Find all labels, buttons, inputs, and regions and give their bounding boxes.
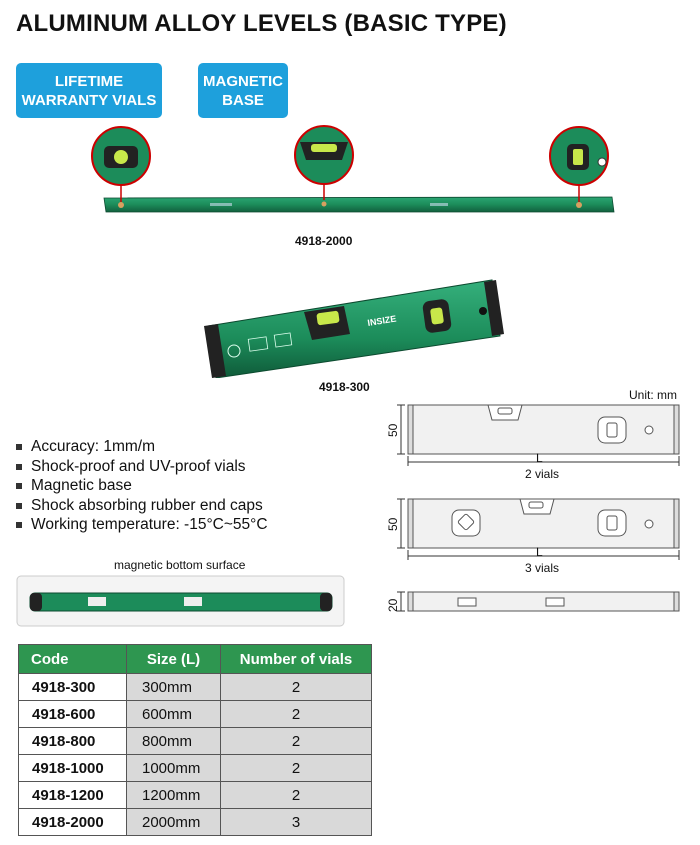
feature-item: Accuracy: 1mm/m — [14, 437, 268, 457]
table-row: 4918-800 800mm 2 — [18, 727, 372, 755]
bottom-height-label: 20 — [386, 598, 400, 612]
center-vial-zoom — [294, 125, 354, 200]
vials-cell: 2 — [220, 754, 372, 782]
short-level-image: INSIZE — [204, 279, 504, 378]
table-row: 4918-1200 1200mm 2 — [18, 781, 372, 809]
two-vial-caption: 2 vials — [525, 467, 560, 481]
vials-cell: 2 — [220, 781, 372, 809]
vials-header: Number of vials — [220, 644, 372, 674]
feature-list: Accuracy: 1mm/m Shock-proof and UV-proof… — [14, 437, 268, 535]
vials-cell: 2 — [220, 727, 372, 755]
code-header: Code — [18, 644, 127, 674]
table-row: 4918-1000 1000mm 2 — [18, 754, 372, 782]
three-vial-drawing — [397, 498, 680, 560]
table-row: 4918-600 600mm 2 — [18, 700, 372, 728]
code-cell: 4918-800 — [18, 727, 127, 755]
unit-label: Unit: mm — [629, 388, 677, 402]
long-level-image — [91, 125, 615, 213]
code-cell: 4918-600 — [18, 700, 127, 728]
table-header-row: Code Size (L) Number of vials — [18, 644, 372, 674]
specs-table: Code Size (L) Number of vials 4918-300 3… — [18, 644, 372, 836]
size-cell: 2000mm — [126, 808, 221, 836]
badge-line: MAGNETIC — [203, 72, 283, 90]
lifetime-warranty-badge: LIFETIME WARRANTY VIALS — [16, 63, 162, 118]
size-cell: 1000mm — [126, 754, 221, 782]
brand-logo: INSIZE — [367, 314, 397, 328]
two-vial-length-label: L — [536, 451, 543, 465]
magnetic-caption: magnetic bottom surface — [114, 558, 246, 572]
three-vial-length-label: L — [536, 545, 543, 559]
vials-cell: 2 — [220, 700, 372, 728]
code-cell: 4918-2000 — [18, 808, 127, 836]
two-vial-drawing — [397, 404, 680, 466]
two-vial-height-label: 50 — [386, 423, 400, 437]
badge-line: WARRANTY VIALS — [21, 91, 157, 109]
size-cell: 800mm — [126, 727, 221, 755]
feature-item: Shock absorbing rubber end caps — [14, 496, 268, 516]
badge-line: LIFETIME — [54, 72, 124, 90]
table-row: 4918-2000 2000mm 3 — [18, 808, 372, 836]
vials-cell: 3 — [220, 808, 372, 836]
code-cell: 4918-1000 — [18, 754, 127, 782]
feature-item: Shock-proof and UV-proof vials — [14, 457, 268, 477]
magnetic-base-badge: MAGNETIC BASE — [198, 63, 288, 118]
table-row: 4918-300 300mm 2 — [18, 673, 372, 701]
size-cell: 300mm — [126, 673, 221, 701]
size-header: Size (L) — [126, 644, 221, 674]
short-level-model: 4918-300 — [319, 380, 370, 394]
size-cell: 600mm — [126, 700, 221, 728]
badge-line: BASE — [222, 91, 264, 109]
feature-item: Magnetic base — [14, 476, 268, 496]
code-cell: 4918-1200 — [18, 781, 127, 809]
bottom-view-drawing — [397, 591, 680, 612]
three-vial-height-label: 50 — [386, 517, 400, 531]
size-cell: 1200mm — [126, 781, 221, 809]
page-title: ALUMINUM ALLOY LEVELS (BASIC TYPE) — [16, 10, 507, 37]
feature-item: Working temperature: -15°C~55°C — [14, 515, 268, 535]
code-cell: 4918-300 — [18, 673, 127, 701]
left-vial-zoom — [91, 126, 151, 202]
right-vial-zoom — [549, 126, 609, 202]
dimension-drawings — [397, 404, 680, 612]
magnetic-bottom-image — [16, 575, 345, 627]
three-vial-caption: 3 vials — [525, 561, 560, 575]
long-level-model: 4918-2000 — [295, 234, 353, 248]
vials-cell: 2 — [220, 673, 372, 701]
